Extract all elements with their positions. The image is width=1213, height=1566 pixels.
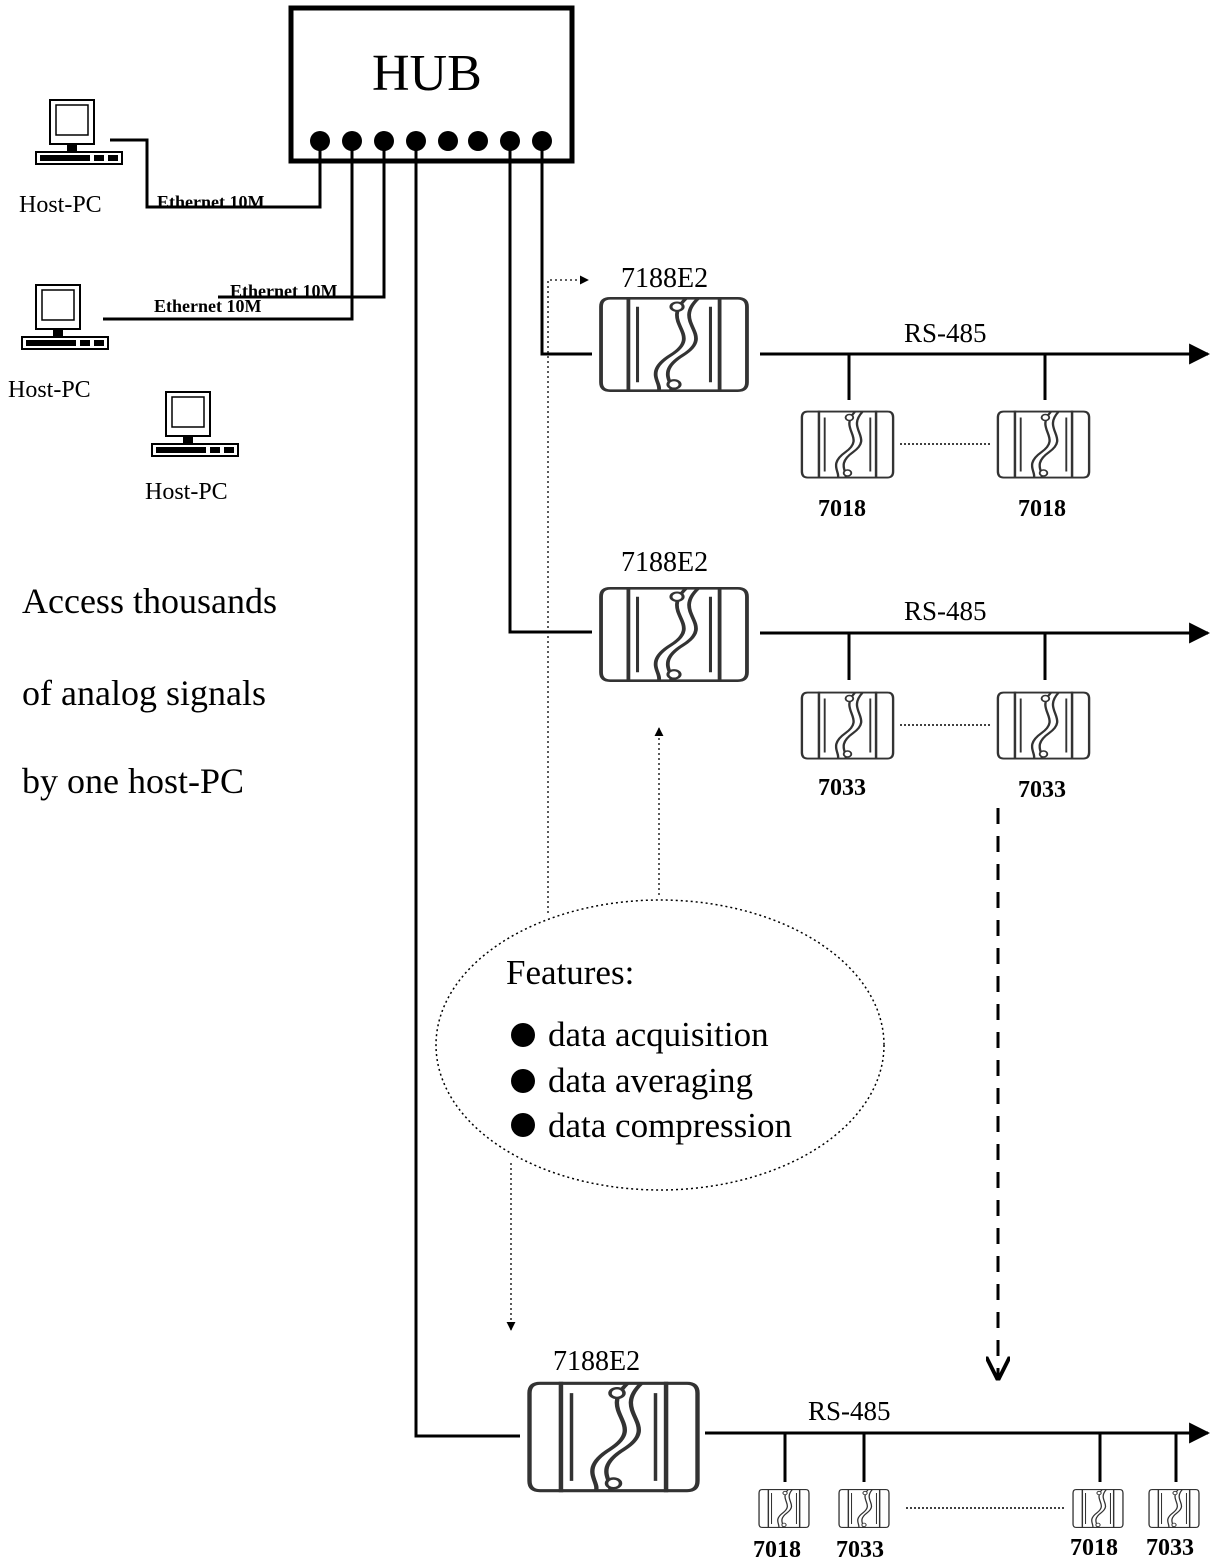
io-module-icon — [996, 410, 1091, 479]
uplink-controller-1 — [540, 141, 592, 356]
computer-icon — [151, 391, 239, 457]
feature-item: data acquisition — [548, 1015, 769, 1054]
uplink-controller-2 — [508, 141, 592, 634]
feature-bullets — [511, 1023, 535, 1137]
io-module-icon — [800, 410, 895, 479]
module-label: 7018 — [1070, 1535, 1118, 1561]
io-module-icon — [1148, 1488, 1200, 1529]
io-module-icon — [996, 691, 1091, 760]
controller-icon — [599, 586, 749, 683]
features-title: Features: — [506, 953, 635, 992]
note-line-1: Access thousands — [22, 581, 277, 621]
host-pc-label: Host-PC — [8, 377, 91, 403]
module-label: 7018 — [753, 1537, 801, 1563]
ethernet-cable-2 — [103, 141, 354, 321]
io-module-icon — [838, 1488, 890, 1529]
ethernet-label: Ethernet 10M — [157, 192, 265, 212]
module-label: 7018 — [818, 496, 866, 522]
ethernet-label: Ethernet 10M — [154, 296, 262, 316]
uplink-controller-3 — [414, 141, 520, 1438]
computer-icon — [35, 99, 123, 165]
controller-label: 7188E2 — [553, 1346, 641, 1377]
rs485-label: RS-485 — [808, 1396, 891, 1426]
module-label: 7033 — [1146, 1535, 1194, 1561]
hub-box — [288, 5, 575, 164]
io-module-icon — [758, 1488, 810, 1529]
controller-icon — [599, 296, 749, 393]
feature-item: data averaging — [548, 1061, 754, 1100]
host-pc-label: Host-PC — [19, 192, 102, 218]
host-pc-label: Host-PC — [145, 479, 228, 505]
io-module-icon — [1072, 1488, 1124, 1529]
computer-icon — [21, 284, 109, 350]
ethernet-label: Ethernet 10M — [230, 281, 338, 301]
controller-label: 7188E2 — [621, 263, 709, 294]
module-label: 7033 — [1018, 777, 1066, 803]
features-ellipse — [435, 899, 885, 1191]
ethernet-cable-1 — [110, 138, 322, 209]
ethernet-cable-3 — [218, 141, 386, 299]
controller-label: 7188E2 — [621, 547, 709, 578]
hub-label: HUB — [372, 45, 482, 102]
note-line-2: of analog signals — [22, 673, 266, 713]
rs485-label: RS-485 — [904, 318, 987, 348]
note-line-3: by one host-PC — [22, 761, 245, 801]
io-module-icon — [800, 691, 895, 760]
feature-item: data compression — [548, 1106, 792, 1145]
hub-ports — [310, 131, 552, 151]
module-label: 7018 — [1018, 496, 1066, 522]
module-label: 7033 — [818, 775, 866, 801]
module-label: 7033 — [836, 1537, 884, 1563]
rs485-label: RS-485 — [904, 596, 987, 626]
controller-icon — [530, 1383, 698, 1490]
